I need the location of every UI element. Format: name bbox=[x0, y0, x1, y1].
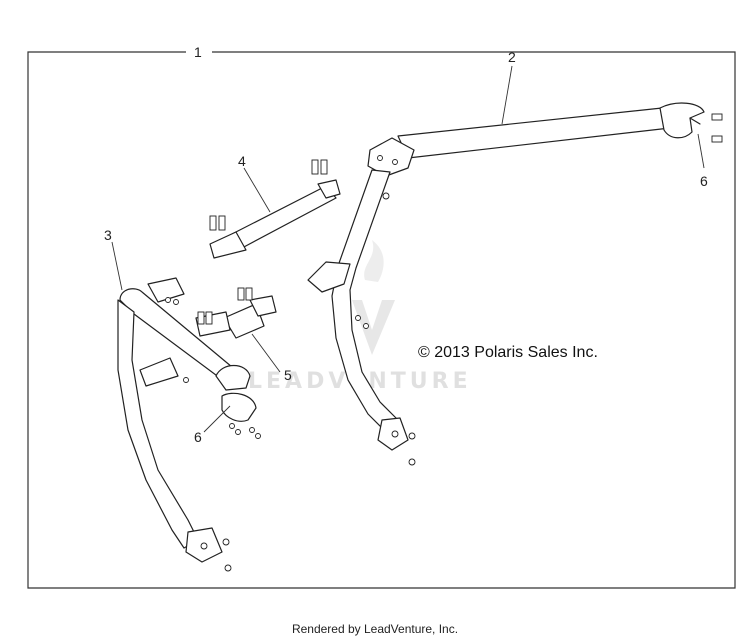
clamp-left-part bbox=[215, 364, 261, 439]
rear-hoop-part bbox=[117, 277, 239, 572]
leader-lines bbox=[111, 65, 705, 433]
copyright-text: © 2013 Polaris Sales Inc. bbox=[418, 344, 598, 361]
callout-2: 2 bbox=[508, 49, 516, 65]
cross-tube-upper-part bbox=[209, 159, 341, 259]
callout-5: 5 bbox=[284, 367, 292, 383]
footer-credit: Rendered by LeadVenture, Inc. bbox=[291, 622, 459, 636]
callout-1: 1 bbox=[194, 44, 202, 60]
callout-4: 4 bbox=[238, 153, 246, 169]
watermark-logo-icon bbox=[352, 240, 395, 355]
front-bar-part bbox=[307, 102, 723, 466]
callout-6-left: 6 bbox=[194, 429, 202, 445]
cross-tube-lower-part bbox=[195, 287, 277, 339]
callout-6-right: 6 bbox=[700, 173, 708, 189]
diagram-frame bbox=[27, 51, 736, 589]
callout-3: 3 bbox=[104, 227, 112, 243]
